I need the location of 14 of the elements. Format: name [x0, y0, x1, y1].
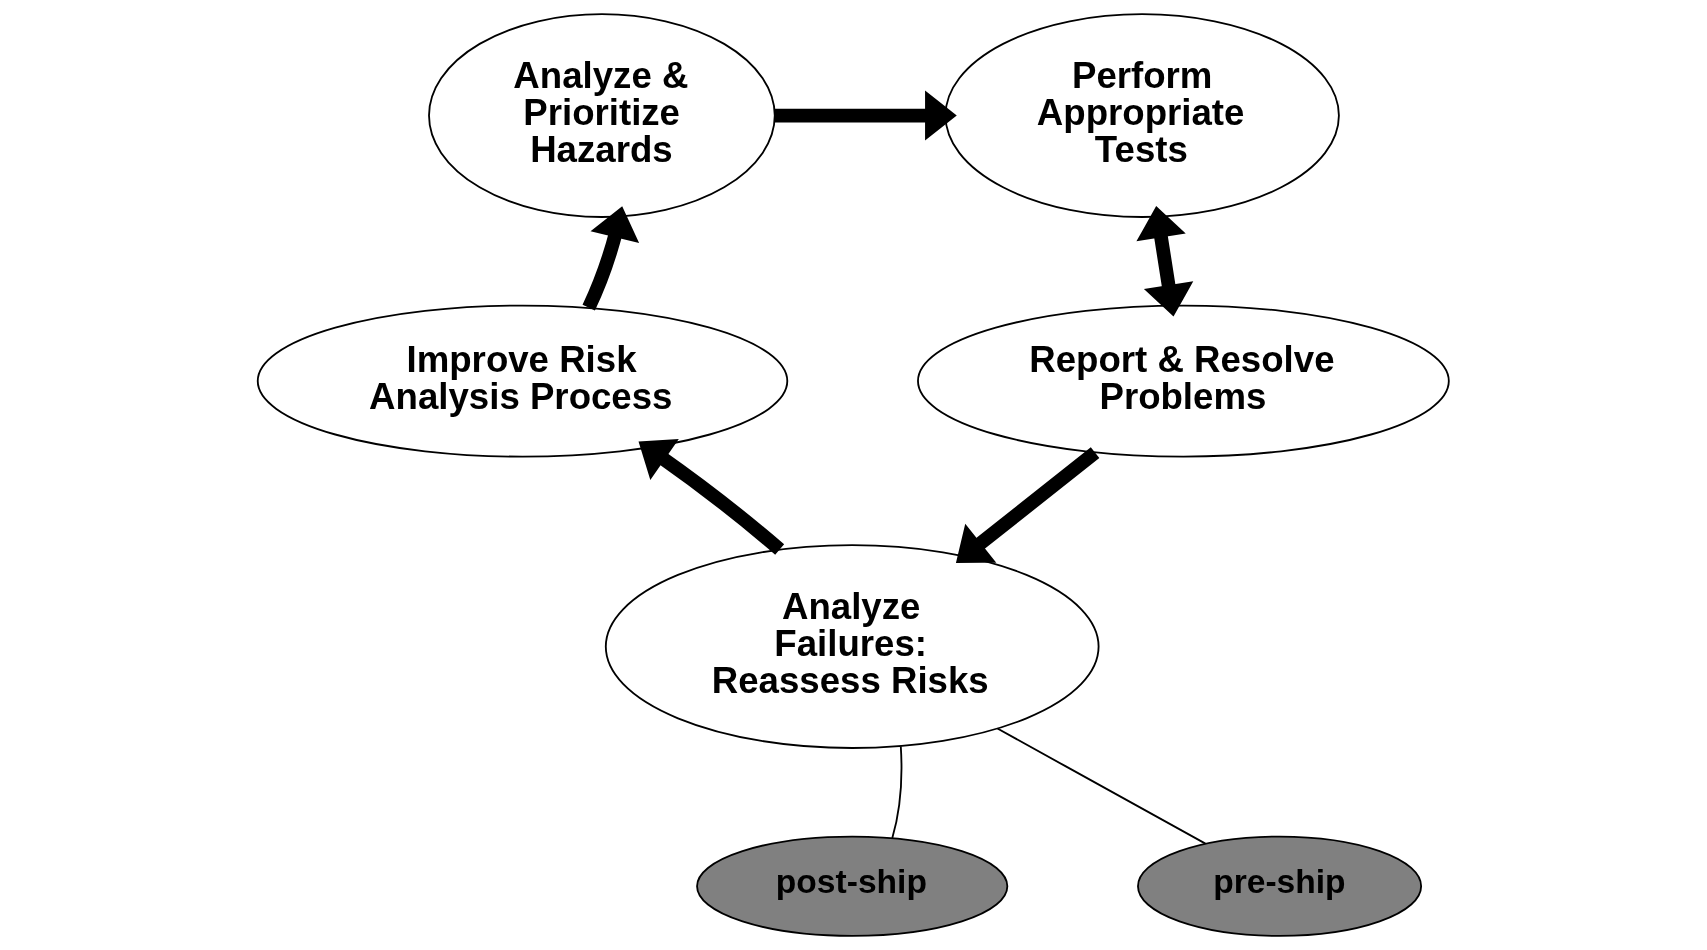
node-ellipse: Report & Resolve Problems [917, 304, 1450, 458]
node-ellipse: pre-ship [1137, 835, 1423, 937]
arrow [955, 447, 1100, 563]
arrow [1136, 206, 1194, 317]
arrow [774, 90, 957, 141]
node-ellipse: Analyze & Prioritize Hazards [428, 13, 776, 218]
node-ellipse: Improve Risk Analysis Process [256, 304, 789, 458]
connector [996, 727, 1207, 845]
node-ellipse: post-ship [696, 835, 1009, 937]
node-ellipse: Analyze Failures: Reassess Risks [604, 544, 1100, 749]
node-ellipse: Perform Appropriate Tests [944, 13, 1340, 218]
connector [891, 745, 903, 839]
arrow [638, 439, 785, 555]
arrow [582, 206, 640, 311]
